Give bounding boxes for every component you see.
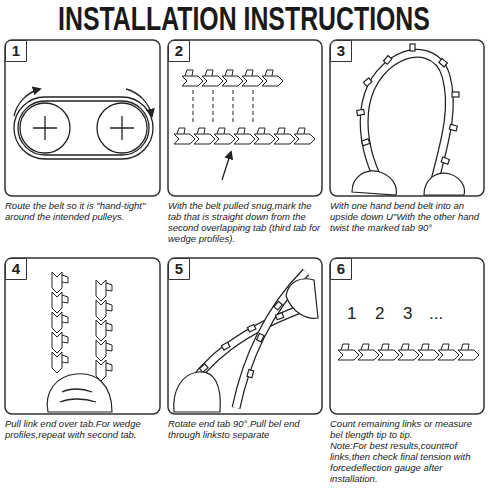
caption-block: With the belt pulled snug,mark the tab t… — [168, 200, 322, 244]
step-caption: Count remaining links or measure bel tle… — [330, 418, 484, 440]
step-caption: Pull link end over tab.For wedge profile… — [5, 418, 160, 440]
caption-block: Pull link end over tab.For wedge profile… — [5, 418, 160, 440]
instruction-panel: 2With the belt pulled snug,mark the tab … — [168, 40, 322, 196]
count-number: ... — [429, 304, 443, 324]
step-number: 2 — [168, 40, 190, 62]
belt-strips — [47, 272, 112, 412]
instruction-panel: 1Route the belt so it is "hand-tight" ar… — [5, 40, 160, 196]
panel-frame — [168, 40, 322, 196]
step-caption: Route the belt so it is "hand-tight" aro… — [5, 200, 160, 222]
panel-frame — [330, 258, 484, 414]
panel-frame — [330, 40, 484, 196]
caption-block: With one hand bend belt into an upside d… — [330, 200, 484, 233]
step-number: 6 — [330, 258, 352, 280]
step-number: 5 — [168, 258, 190, 280]
belt-loop — [352, 44, 464, 195]
step-number: 3 — [330, 40, 352, 62]
caption-block: Count remaining links or measure bel tle… — [330, 418, 484, 484]
step-caption: With the belt pulled snug,mark the tab t… — [168, 200, 322, 244]
caption-block: Route the belt so it is "hand-tight" aro… — [5, 200, 160, 222]
step-caption: With one hand bend belt into an upside d… — [330, 200, 484, 233]
step-number: 4 — [5, 258, 27, 280]
panel-frame — [5, 258, 160, 414]
instruction-panel: 3With one hand bend belt into an upside … — [330, 40, 484, 196]
step-caption: Note:For best results,count#of links,the… — [330, 440, 484, 484]
panel-frame — [168, 258, 322, 414]
belt-links — [174, 70, 315, 180]
count-number: 3 — [403, 304, 412, 324]
belt-count — [338, 344, 479, 360]
page-title: INSTALLATION INSTRUCTIONS — [58, 1, 430, 37]
belt-separate — [174, 272, 318, 412]
instruction-panel: 6Count remaining links or measure bel tl… — [330, 258, 484, 414]
pulley-drawing — [14, 89, 153, 159]
count-number: 1 — [347, 304, 356, 324]
panel-frame — [5, 40, 160, 196]
step-number: 1 — [5, 40, 27, 62]
instruction-panel: 4Pull link end over tab.For wedge profil… — [5, 258, 160, 414]
count-number: 2 — [375, 304, 384, 324]
instruction-panel: 5Rotate end tab 90°.Pull bel end through… — [168, 258, 322, 414]
caption-block: Rotate end tab 90°.Pull bel end through … — [168, 418, 322, 440]
step-caption: Rotate end tab 90°.Pull bel end through … — [168, 418, 322, 440]
